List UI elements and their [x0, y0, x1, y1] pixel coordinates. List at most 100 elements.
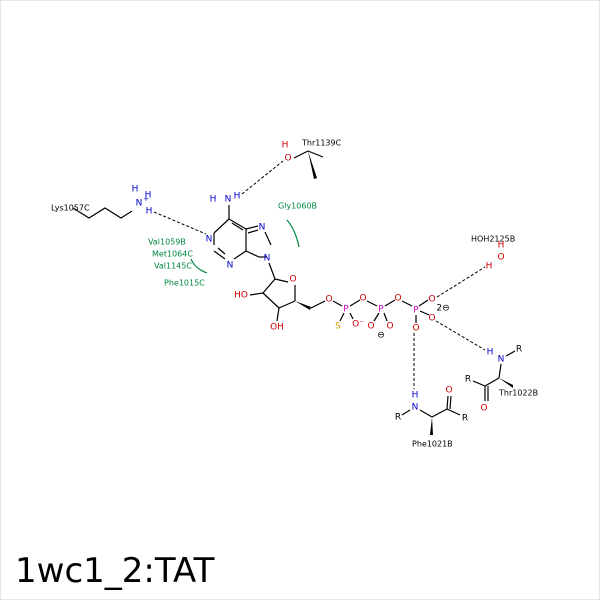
water-h1: H [498, 241, 505, 251]
chain-bond [349, 299, 361, 307]
p-o-bond [383, 312, 388, 322]
gly1060b-label: Gly1060B [278, 202, 317, 211]
c5-o5-bond [310, 300, 326, 309]
phosphate-chain: O P S O⁻ O P O O ⊖ O P O O 2⊖ O [325, 294, 449, 341]
ring-double-bond [247, 229, 259, 234]
val1059b-label: Val1059B [148, 238, 186, 247]
p-s-bond [339, 312, 345, 322]
chain-bond [384, 299, 396, 307]
thr1139c-o: O [284, 154, 291, 164]
ring-bond [245, 225, 259, 230]
c-r-bond [472, 380, 486, 387]
ring-bond [262, 278, 276, 294]
o2-hydroxyl: HO [234, 291, 248, 301]
o-gamma-2: O [428, 314, 435, 324]
ribose-ring: O HO OH [234, 262, 326, 333]
c-o-bond [446, 395, 449, 410]
phe1021b-r2: R [462, 414, 468, 424]
hbond-lys-n1 [153, 211, 207, 235]
ring-bond [228, 218, 247, 230]
p-o-bond [419, 310, 430, 316]
lys-nz-atom: N [136, 199, 143, 209]
chain-bond [366, 300, 378, 307]
hoh2125b-residue: HOH2125B H O H [471, 235, 515, 272]
phe1021b-h: H [412, 391, 419, 401]
lys-h1: H [132, 185, 139, 195]
n-ca-bond [419, 409, 433, 418]
o5-atom: O [325, 295, 332, 305]
glycosidic-bond [268, 262, 276, 280]
lys1057c-label: Lys1057C [51, 204, 90, 213]
thr1022b-h: H [487, 348, 494, 358]
o-minus-alpha: O⁻ [352, 320, 364, 330]
adenine-ring: N H H N N N N [206, 192, 272, 271]
val1145c-label: Val1145C [154, 262, 192, 271]
lys1057c-residue: Lys1057C N + H H H [51, 185, 152, 219]
hbond-thr1022-o [435, 320, 486, 351]
pocket-contact-arc [190, 258, 208, 274]
ring-double-bond [231, 222, 244, 231]
phe1021b-r1: R [395, 413, 401, 423]
gly1060b-contact-arc [286, 219, 300, 248]
chain-bond [401, 300, 413, 307]
n9-atom: N [264, 254, 271, 264]
thr1022b-r2: R [465, 375, 471, 385]
n1-atom: N [206, 235, 213, 245]
ring-double-bond [217, 247, 226, 255]
ring-bond [245, 250, 260, 258]
phe1021b-residue: H N R O R Phe1021B [395, 386, 468, 449]
p-o-bond [349, 312, 354, 320]
hbond-thr-n6 [241, 160, 284, 195]
c4-wedge [295, 301, 311, 310]
hoh2125b-label: HOH2125B [471, 235, 515, 244]
ring-bond [262, 292, 280, 309]
phe1015c-label: Phe1015C [164, 279, 205, 288]
o4-atom: O [289, 275, 296, 285]
phe1021b-label: Phe1021B [412, 440, 453, 449]
ring-bond [274, 278, 289, 283]
ca-c-bond [484, 377, 500, 387]
hydrophobic-contacts: Gly1060B Val1059B Met1064C Val1145C Phe1… [148, 202, 317, 288]
n7-atom: N [259, 223, 266, 233]
o-beta-1: O [367, 322, 374, 332]
lys-side-chain [72, 207, 133, 219]
ring-bond [213, 218, 230, 234]
thr1139c-bond-1 [293, 150, 309, 159]
thr1139c-label: Thr1139C [301, 139, 342, 148]
lys-h2: H [145, 191, 152, 201]
thr1139c-wedge [308, 151, 317, 179]
two-minus-gamma: 2⊖ [436, 304, 449, 314]
thr1139c-residue: Thr1139C H O [282, 139, 342, 179]
water-h2: H [486, 262, 493, 272]
ca-c-bond [431, 408, 448, 418]
o-gamma-3: O [412, 324, 419, 334]
lys-plus-charge: + [143, 195, 149, 203]
s-atom: S [335, 322, 341, 332]
n-r-bond [505, 350, 516, 357]
diagram-title: 1wc1_2:TAT [15, 551, 215, 591]
met1064c-label: Met1064C [152, 250, 193, 259]
n6-atom: N [225, 195, 232, 205]
p-o-bond [373, 312, 380, 322]
lys-h3: H [146, 207, 153, 217]
p-gamma: P [413, 306, 419, 316]
phe1021b-wedge [430, 417, 433, 435]
c-r-bond [446, 408, 461, 416]
thr1022b-o: O [480, 404, 487, 414]
ring-bond [264, 231, 272, 246]
p-alpha: P [343, 305, 349, 315]
o-beta-2: O [386, 322, 393, 332]
thr1022b-r1: R [516, 345, 522, 355]
o-gamma-1: O [428, 295, 435, 305]
thr1139c-bond-2 [307, 150, 324, 158]
c3-oh-bond [276, 307, 280, 322]
hydrogen-bonds [153, 160, 486, 389]
n-ca-bond [498, 363, 502, 379]
p-beta: P [378, 305, 384, 315]
thr1022b-n: N [498, 355, 505, 365]
p-o-bond [418, 299, 429, 307]
ring-bond [213, 250, 226, 260]
n6-h2: H [234, 192, 241, 202]
water-o: O [497, 253, 504, 263]
